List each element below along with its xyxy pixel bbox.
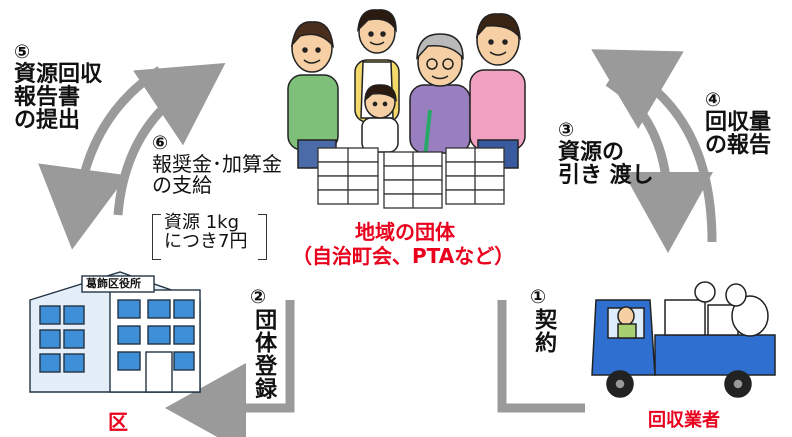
step4-line2: の報告 — [705, 133, 772, 159]
arrow-step1 — [497, 300, 585, 413]
step6-label: ⑥ 報奨金･加算金 の支給 — [152, 132, 282, 196]
step4-label: ④ 回収量 の報告 — [705, 88, 771, 157]
step2-label: ② 団体登録 — [250, 286, 277, 400]
step6-note-line2: につき7円 — [164, 230, 248, 252]
man-figure — [287, 21, 339, 169]
step3-label: ③ 資源の 引き 渡し — [558, 118, 654, 187]
office-building-icon — [29, 271, 201, 393]
delivery-truck-icon — [591, 281, 776, 398]
step4-number: ④ — [705, 89, 722, 111]
note-bracket-left — [152, 214, 161, 260]
step2-number: ② — [250, 286, 267, 308]
note-bracket-right — [258, 214, 267, 260]
step5-line1: 資源回収 — [14, 62, 103, 88]
step5-label: ⑤ 資源回収 報告書 の提出 — [14, 40, 102, 132]
collector-label: 回収業者 — [648, 410, 720, 431]
community-group-examples: （自治町会、PTAなど） — [292, 244, 515, 268]
arrow-step4 — [591, 49, 717, 243]
step3-line2: 引き 渡し — [558, 163, 654, 189]
arrow-step2 — [165, 300, 295, 437]
step6-number: ⑥ — [152, 132, 169, 154]
young-man-figure — [469, 13, 526, 169]
building-sign: 葛飾区役所 — [86, 277, 141, 290]
step6-line2: の支給 — [152, 172, 212, 197]
step5-number: ⑤ — [14, 41, 31, 63]
arrow-step6 — [113, 63, 226, 216]
step3-number: ③ — [558, 119, 575, 141]
step6-note-line1: 資源 1kg — [164, 212, 240, 233]
family-illustration — [287, 9, 526, 169]
community-group-name: 地域の団体 — [355, 220, 455, 244]
step1-number: ① — [530, 286, 547, 308]
step6-note: 資源 1kg につき7円 — [164, 212, 248, 252]
step5-line2: 報告書 — [14, 85, 81, 111]
stacked-paper-bundles — [317, 147, 505, 209]
step3-line1: 資源の — [558, 140, 625, 166]
step1-label: ① 契約 — [530, 286, 557, 354]
step6-line1: 報奨金･加算金 — [152, 151, 282, 176]
step5-line3: の提出 — [14, 108, 81, 134]
ward-label: 区 — [108, 410, 128, 434]
child-figure — [361, 84, 399, 153]
flow-arrows — [38, 49, 717, 437]
step4-line1: 回収量 — [705, 110, 772, 136]
step2-text: 団体登録 — [251, 307, 277, 400]
grandmother-figure — [409, 33, 471, 159]
step1-text: 契約 — [531, 307, 557, 354]
